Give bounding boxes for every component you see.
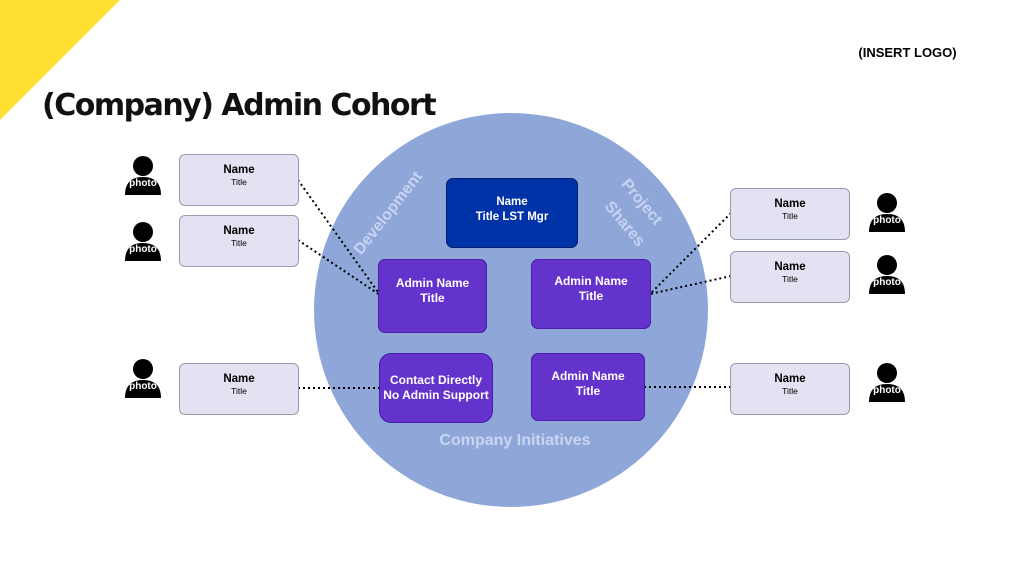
admin-box-bottom-right: Admin Name Title <box>531 353 645 421</box>
person-name: Name <box>223 373 255 385</box>
admin-name: Admin Name <box>554 274 628 288</box>
yellow-corner-accent <box>0 0 120 120</box>
person-name: Name <box>774 261 806 273</box>
logo-placeholder: (INSERT LOGO) <box>858 45 957 60</box>
admin-title: Title <box>575 384 601 398</box>
admin-name: Admin Name <box>551 369 625 383</box>
photo-label: photo <box>873 215 901 226</box>
admin-name: Admin Name <box>395 276 470 290</box>
person-photo-icon: photo <box>123 358 163 400</box>
admin-box-top-right: Admin Name Title <box>531 259 651 329</box>
person-card-left-3: Name Title <box>179 363 299 415</box>
photo-label: photo <box>873 385 901 396</box>
connector-right-1 <box>649 212 732 295</box>
photo-label: photo <box>129 381 157 392</box>
person-card-right-2: Name Title <box>730 251 850 303</box>
person-name: Name <box>774 198 806 210</box>
person-title: Title <box>782 211 798 221</box>
admin-title: No Admin Support <box>383 388 489 402</box>
connector-right-2 <box>649 275 732 295</box>
person-name: Name <box>774 373 806 385</box>
person-title: Title <box>231 238 247 248</box>
person-photo-icon: photo <box>867 362 907 404</box>
photo-label: photo <box>129 244 157 255</box>
person-card-left-1: Name Title <box>179 154 299 206</box>
circle-bottom-label: Company Initiatives <box>439 432 591 449</box>
manager-title: Title LST Mgr <box>475 211 549 223</box>
person-photo-icon: photo <box>867 254 907 296</box>
person-card-right-3: Name Title <box>730 363 850 415</box>
person-card-right-1: Name Title <box>730 188 850 240</box>
admin-title: Title <box>420 291 445 305</box>
connector-left-1 <box>297 179 381 296</box>
person-name: Name <box>223 225 255 237</box>
person-name: Name <box>223 164 255 176</box>
manager-box: Name Title LST Mgr <box>446 178 578 248</box>
photo-label: photo <box>129 178 157 189</box>
arc-label-development: Development <box>351 168 427 258</box>
person-title: Title <box>782 274 798 284</box>
admin-box-contact-directly: Contact Directly No Admin Support <box>379 353 493 423</box>
person-photo-icon: photo <box>867 192 907 234</box>
person-title: Title <box>782 386 798 396</box>
admin-title: Title <box>578 289 604 303</box>
person-card-left-2: Name Title <box>179 215 299 267</box>
person-photo-icon: photo <box>123 221 163 263</box>
connector-left-2 <box>297 239 381 296</box>
page-title: (Company) Admin Cohort <box>42 88 437 123</box>
person-photo-icon: photo <box>123 155 163 197</box>
person-title: Title <box>231 386 247 396</box>
photo-label: photo <box>873 277 901 288</box>
person-title: Title <box>231 177 247 187</box>
admin-name: Contact Directly <box>389 373 483 387</box>
admin-box-top-left: Admin Name Title <box>378 259 487 333</box>
manager-name: Name <box>496 196 528 208</box>
